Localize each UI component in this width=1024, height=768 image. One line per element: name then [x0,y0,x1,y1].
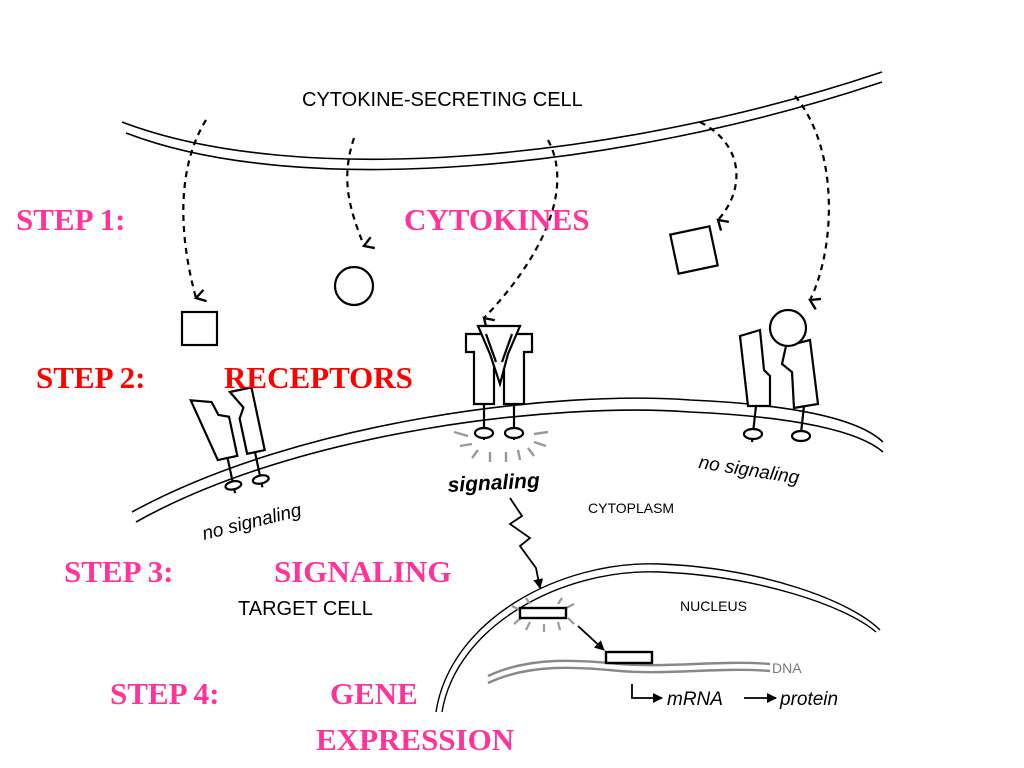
secreting-cell-membrane [121,71,883,171]
cytokine-circle-1 [333,265,375,307]
protein-label: protein [779,689,838,710]
transcription-factor [511,597,575,632]
dna-bound-factor [604,650,654,665]
step-2-name: RECEPTORS [224,360,413,395]
dna-label: DNA [772,660,802,676]
secretion-arrows [182,95,830,329]
receptor-unbound [189,386,270,494]
mrna-label: mRNA [667,689,723,710]
secretion-arrow-1 [182,119,207,303]
step-2-label: STEP 2: [36,360,146,395]
signaling-label: signaling [447,469,540,497]
expression-arrows [631,684,777,703]
cytokine-square-1 [180,310,219,347]
secreting-cell-label: CYTOKINE-SECRETING CELL [302,89,583,111]
signal-glow [453,430,549,462]
no-signaling-label-right: no signaling [697,452,801,489]
target-cell-membrane [131,397,884,523]
step-4-name: GENE [330,676,418,711]
step-4-label: STEP 4: [110,676,220,711]
step-3-name: SIGNALING [274,554,452,589]
no-signaling-label-left: no signaling [200,500,304,545]
receptor-circle-bound [738,308,820,443]
signal-transduction-arrow [508,497,544,589]
cytokine-square-2 [668,224,720,276]
step-1-label: STEP 1: [16,202,126,237]
step-4-name-line2: EXPRESSION [316,722,515,757]
secretion-arrow-5 [794,95,830,310]
nucleus-label: NUCLEUS [680,598,747,614]
secretion-arrow-2 [346,137,376,250]
step-1-name: CYTOKINES [404,202,590,237]
nucleus-envelope [435,563,881,713]
target-cell-label: TARGET CELL [238,598,373,620]
cytoplasm-label: CYTOPLASM [588,500,674,516]
cytokines [180,224,720,347]
secretion-arrow-3 [482,139,559,329]
binding-arrow [577,625,605,651]
receptor-bound [453,324,549,462]
secretion-arrow-4 [699,121,738,231]
step-3-label: STEP 3: [64,554,174,589]
